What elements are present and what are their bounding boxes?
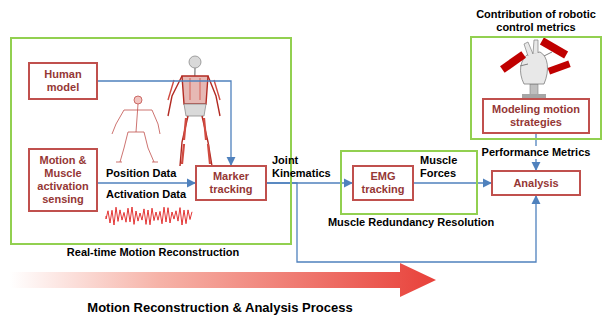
box-label: Analysis (513, 177, 558, 190)
process-arrow (10, 263, 436, 297)
flow-label: Position Data (106, 167, 176, 180)
stage-region: Real-time Motion ReconstructionHuman mod… (10, 37, 292, 245)
process-box: Motion & Muscle activation sensing (28, 148, 98, 212)
emg-trace (106, 207, 192, 225)
box-label: Motion & Muscle activation sensing (34, 154, 92, 206)
flow-label: Muscle Forces (420, 154, 468, 180)
stage-region: Contribution of robotic control metricsM… (470, 36, 602, 140)
stick-figure (112, 96, 160, 162)
flow-arrow (414, 182, 491, 183)
flow-label: Joint Kinematics (272, 154, 336, 180)
region-caption: Contribution of robotic control metrics (470, 8, 602, 34)
region-caption: Real-time Motion Reconstruction (0, 246, 334, 259)
robot-hand (500, 38, 571, 98)
muscle-figure (168, 56, 220, 166)
process-box: Analysis (491, 170, 581, 196)
process-box: Marker tracking (195, 165, 267, 201)
flow-label: Performance Metrics (480, 146, 593, 159)
process-caption: Motion Reconstruction & Analysis Process (0, 300, 440, 316)
process-box: Human model (28, 62, 98, 100)
region-caption: Muscle Redundancy Resolution (302, 216, 520, 229)
emg-signal (106, 207, 192, 225)
box-label: EMG tracking (358, 170, 408, 196)
box-label: Marker tracking (201, 170, 261, 196)
process-box: Modeling motion strategies (482, 98, 590, 134)
stage-region: Muscle Redundancy ResolutionEMG tracking (340, 150, 478, 215)
box-label: Modeling motion strategies (488, 103, 584, 129)
process-box: EMG tracking (352, 165, 414, 201)
signal-label: Activation Data (106, 187, 186, 201)
box-label: Human model (34, 68, 92, 94)
flow-arrow (98, 81, 231, 165)
flow-arrow (98, 182, 195, 183)
